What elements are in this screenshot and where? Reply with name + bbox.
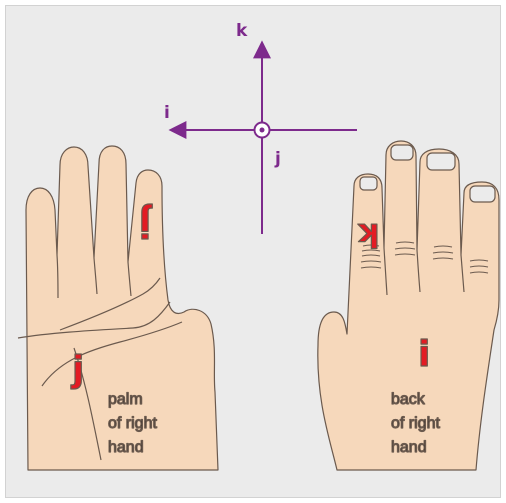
back-nail-middle (391, 145, 413, 160)
back-caption-line-3: hand (391, 439, 427, 456)
back-caption-line-2: of right (391, 415, 440, 432)
back-of-right-hand: k i back of right hand (318, 141, 499, 470)
back-nail-index (360, 177, 377, 190)
k-axis-label: k (236, 21, 248, 41)
back-nail-ring (427, 153, 455, 170)
palm-caption-line-1: palm (108, 391, 143, 408)
back-finger-letter: k (358, 216, 380, 254)
back-center-letter: i (418, 334, 430, 375)
i-axis-label: i (164, 103, 170, 123)
back-caption-line-1: back (391, 391, 426, 408)
palm-center-letter: j (70, 349, 84, 390)
palm-caption-line-2: of right (108, 415, 157, 432)
j-axis-dot (260, 128, 265, 133)
back-nail-little (470, 186, 495, 202)
palm-caption-line-3: hand (108, 439, 144, 456)
palm-finger-letter: j (139, 203, 153, 244)
palm-of-right-hand: j j palm of right hand (18, 146, 218, 470)
j-axis-label: j (274, 149, 281, 169)
coordinate-axes: k i j (164, 21, 357, 234)
